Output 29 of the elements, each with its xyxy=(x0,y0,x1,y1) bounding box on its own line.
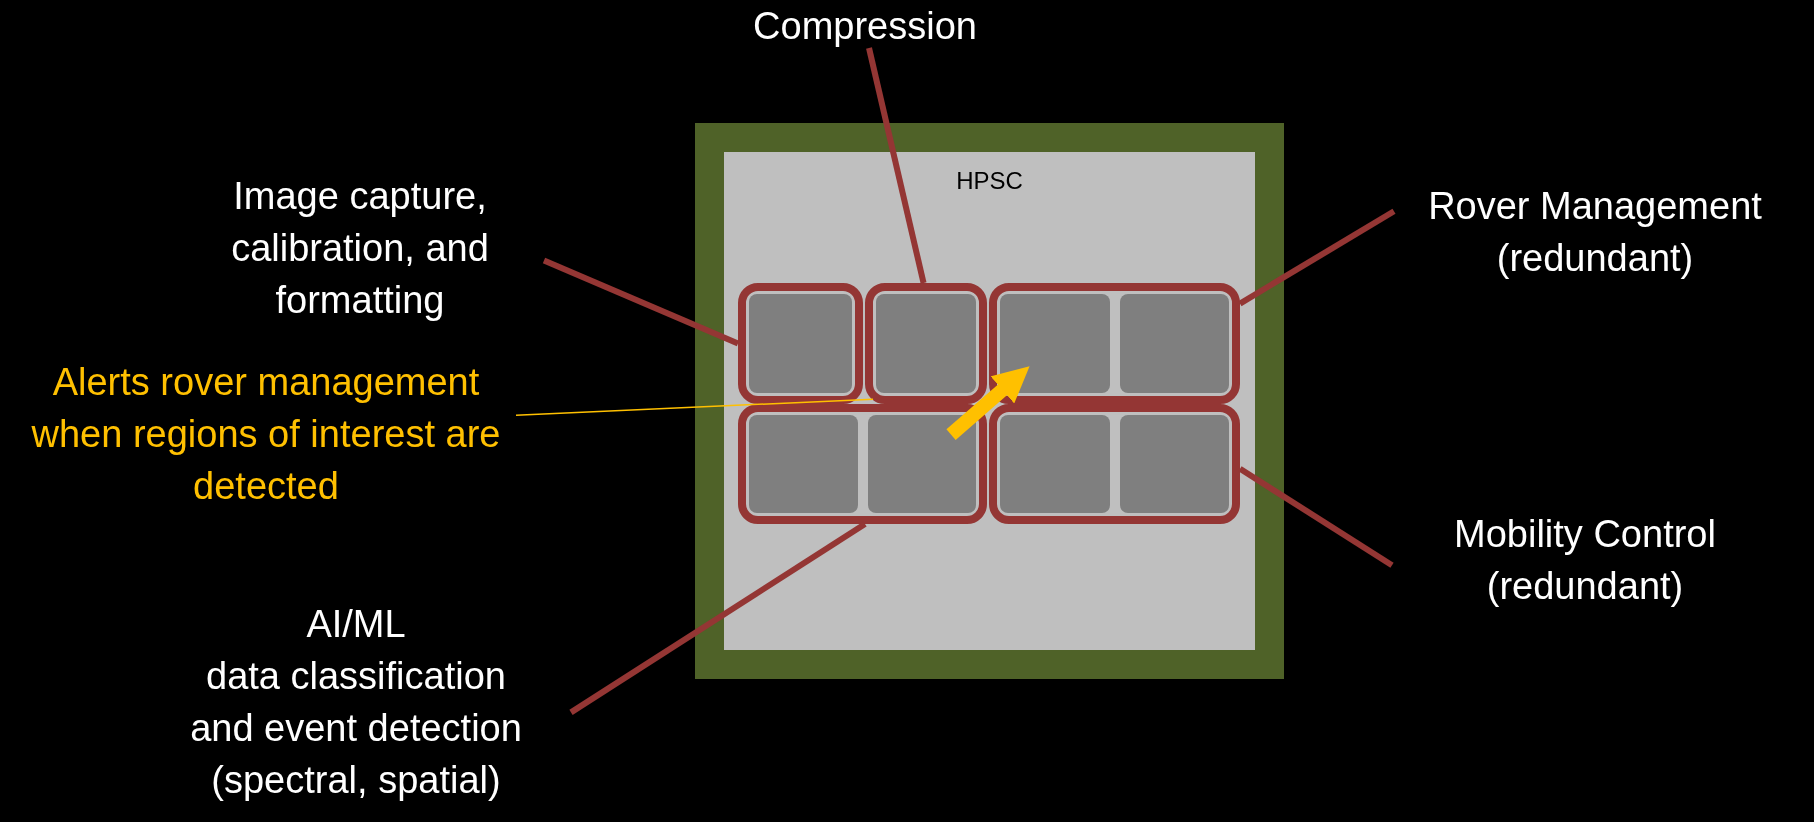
callout-heading: AI/ML xyxy=(305,602,407,647)
processor-core xyxy=(749,415,858,513)
callout-text: Compression xyxy=(700,0,1030,52)
leader-line xyxy=(542,257,740,347)
callout-text: Image capture, calibration, and formatting xyxy=(190,170,530,326)
leader-line xyxy=(569,521,867,715)
processor-core xyxy=(1119,294,1229,393)
leader-line xyxy=(515,398,874,417)
processor-core xyxy=(1119,415,1229,513)
callout-text: Mobility Control (redundant) xyxy=(1400,508,1770,612)
processor-core xyxy=(1000,415,1110,513)
processor-group xyxy=(865,283,987,404)
processor-group xyxy=(989,404,1240,524)
arrow xyxy=(946,366,1030,440)
chip-label: HPSC xyxy=(955,166,1024,196)
processor-core xyxy=(876,294,976,393)
processor-group xyxy=(738,283,863,404)
chip-package xyxy=(695,123,1284,679)
processor-group xyxy=(738,404,987,524)
processor-group xyxy=(989,283,1240,404)
callout-text: Alerts rover management when regions of interest are detected xyxy=(16,356,516,512)
processor-core xyxy=(749,294,852,393)
processor-core xyxy=(1000,294,1110,393)
leader-line xyxy=(1238,466,1394,568)
processor-core xyxy=(867,415,976,513)
leader-line xyxy=(1238,208,1396,307)
leader-line xyxy=(866,47,927,284)
callout-text: Rover Management (redundant) xyxy=(1400,180,1790,284)
callout-text: data classification and event detection (spectral, spatial) xyxy=(189,654,523,803)
